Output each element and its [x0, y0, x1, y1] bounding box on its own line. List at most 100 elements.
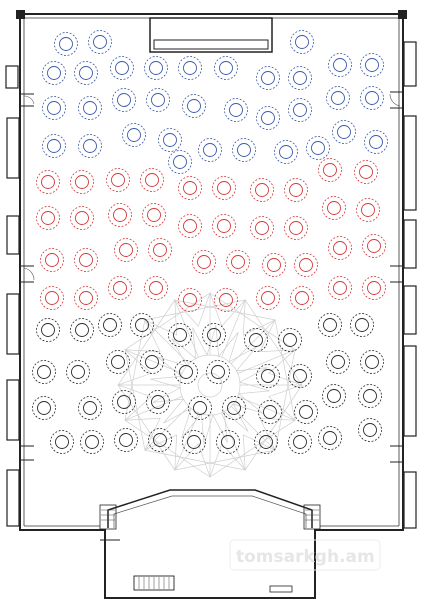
table-top	[151, 93, 165, 107]
table-chairs-ring	[214, 56, 238, 80]
round-table-black	[140, 350, 164, 374]
round-table-black	[318, 426, 342, 450]
round-table-blue	[146, 88, 170, 112]
table-top	[365, 91, 379, 105]
round-table-blue	[42, 61, 66, 85]
round-table-red	[74, 248, 98, 272]
table-top	[59, 37, 73, 51]
table-top	[289, 183, 303, 197]
round-table-blue	[168, 150, 192, 174]
round-table-black	[32, 396, 56, 420]
table-top	[111, 173, 125, 187]
rosette-stroke	[209, 292, 296, 351]
round-table-red	[40, 248, 64, 272]
round-table-red	[356, 198, 380, 222]
rosette-stroke	[174, 449, 276, 471]
round-table-blue	[364, 130, 388, 154]
left-wall-openings	[5, 65, 35, 527]
table-chairs-ring	[142, 203, 166, 227]
round-table-blue	[224, 98, 248, 122]
table-chairs-ring	[178, 214, 202, 238]
right-wall-openings	[389, 41, 417, 529]
watermark: tomsarkgh.am	[229, 539, 381, 571]
table-top	[151, 395, 165, 409]
table-top	[187, 99, 201, 113]
tables-layer	[32, 30, 388, 454]
table-top	[83, 139, 97, 153]
table-top	[37, 365, 51, 379]
top-niche	[149, 17, 273, 53]
table-top	[119, 433, 133, 447]
table-chairs-ring	[50, 430, 74, 454]
round-table-blue	[256, 106, 280, 130]
table-chairs-ring	[328, 236, 352, 260]
round-table-red	[212, 214, 236, 238]
round-table-black	[32, 360, 56, 384]
table-top	[103, 318, 117, 332]
table-top	[75, 211, 89, 225]
table-top	[183, 61, 197, 75]
table-chairs-ring	[232, 138, 256, 162]
round-table-red	[256, 286, 280, 310]
table-top	[45, 253, 59, 267]
round-table-black	[70, 318, 94, 342]
rosette-stroke	[221, 299, 246, 358]
table-chairs-ring	[202, 323, 226, 347]
rosette-stroke	[274, 319, 296, 421]
rosette-stroke	[124, 419, 211, 478]
rosette-stroke	[221, 412, 246, 471]
table-chairs-ring	[178, 176, 202, 200]
round-table-red	[40, 286, 64, 310]
table-top	[85, 435, 99, 449]
round-table-blue	[88, 30, 112, 54]
rosette-stroke	[174, 412, 199, 471]
round-table-black	[66, 360, 90, 384]
round-table-blue	[112, 88, 136, 112]
table-chairs-ring	[78, 134, 102, 158]
table-top	[197, 255, 211, 269]
table-chairs-ring	[216, 430, 240, 454]
table-top	[75, 323, 89, 337]
rosette-stroke	[237, 349, 296, 374]
round-table-blue	[54, 32, 78, 56]
rosette-stroke	[244, 384, 303, 471]
round-table-red	[212, 176, 236, 200]
round-table-blue	[306, 136, 330, 160]
table-chairs-ring	[108, 276, 132, 300]
rosette-stroke	[144, 449, 246, 471]
round-table-red	[108, 276, 132, 300]
table-chairs-ring	[70, 206, 94, 230]
table-top	[293, 103, 307, 117]
table-chairs-ring	[256, 286, 280, 310]
round-table-black	[78, 396, 102, 420]
table-top	[231, 255, 245, 269]
table-chairs-ring	[178, 56, 202, 80]
table-chairs-ring	[108, 203, 132, 227]
round-table-red	[178, 214, 202, 238]
table-chairs-ring	[294, 400, 318, 424]
table-top	[45, 291, 59, 305]
table-top	[135, 318, 149, 332]
table-top	[149, 61, 163, 75]
table-chairs-ring	[36, 318, 60, 342]
table-chairs-ring	[54, 32, 78, 56]
table-chairs-ring	[122, 123, 146, 147]
table-top	[71, 365, 85, 379]
table-top	[145, 355, 159, 369]
table-top	[211, 365, 225, 379]
round-table-blue	[42, 96, 66, 120]
table-chairs-ring	[212, 214, 236, 238]
table-chairs-ring	[294, 253, 318, 277]
round-table-red	[290, 286, 314, 310]
table-top	[219, 293, 233, 307]
round-table-red	[36, 170, 60, 194]
table-top	[153, 243, 167, 257]
round-table-black	[168, 323, 192, 347]
round-table-blue	[214, 56, 238, 80]
table-chairs-ring	[214, 288, 238, 312]
table-chairs-ring	[328, 53, 352, 77]
table-chairs-ring	[262, 253, 286, 277]
table-top	[117, 93, 131, 107]
round-table-blue	[178, 56, 202, 80]
round-table-blue	[78, 96, 102, 120]
